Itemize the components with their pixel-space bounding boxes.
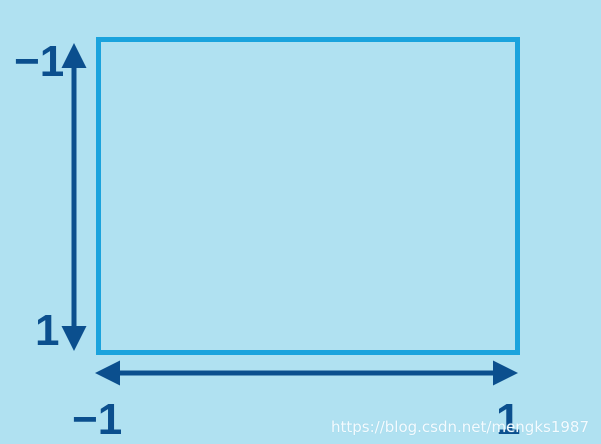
viewport-rectangle [96,37,520,355]
watermark-text: https://blog.csdn.net/mengks1987 [331,418,589,436]
x-axis-left-label: −1 [72,395,123,444]
x-axis-right-label: 1 [496,395,521,444]
y-axis-bottom-label: 1 [35,306,60,355]
y-axis-top-label: −1 [14,37,65,86]
